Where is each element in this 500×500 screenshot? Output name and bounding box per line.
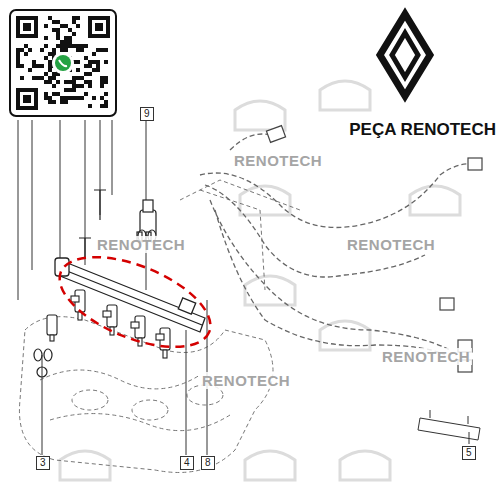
watermark: RENOTECH (380, 348, 472, 365)
callout-number: 3 (36, 456, 50, 470)
watermark: RENOTECH (345, 236, 437, 253)
callout-number: 9 (140, 107, 154, 121)
callout-number: 8 (201, 456, 215, 470)
watermark: RENOTECH (95, 236, 187, 253)
watermark: RENOTECH (232, 152, 324, 169)
callout-number: 5 (462, 446, 476, 460)
brand-name: PEÇA RENOTECH (349, 120, 496, 140)
callout-number: 4 (180, 456, 194, 470)
watermark: RENOTECH (200, 372, 292, 389)
